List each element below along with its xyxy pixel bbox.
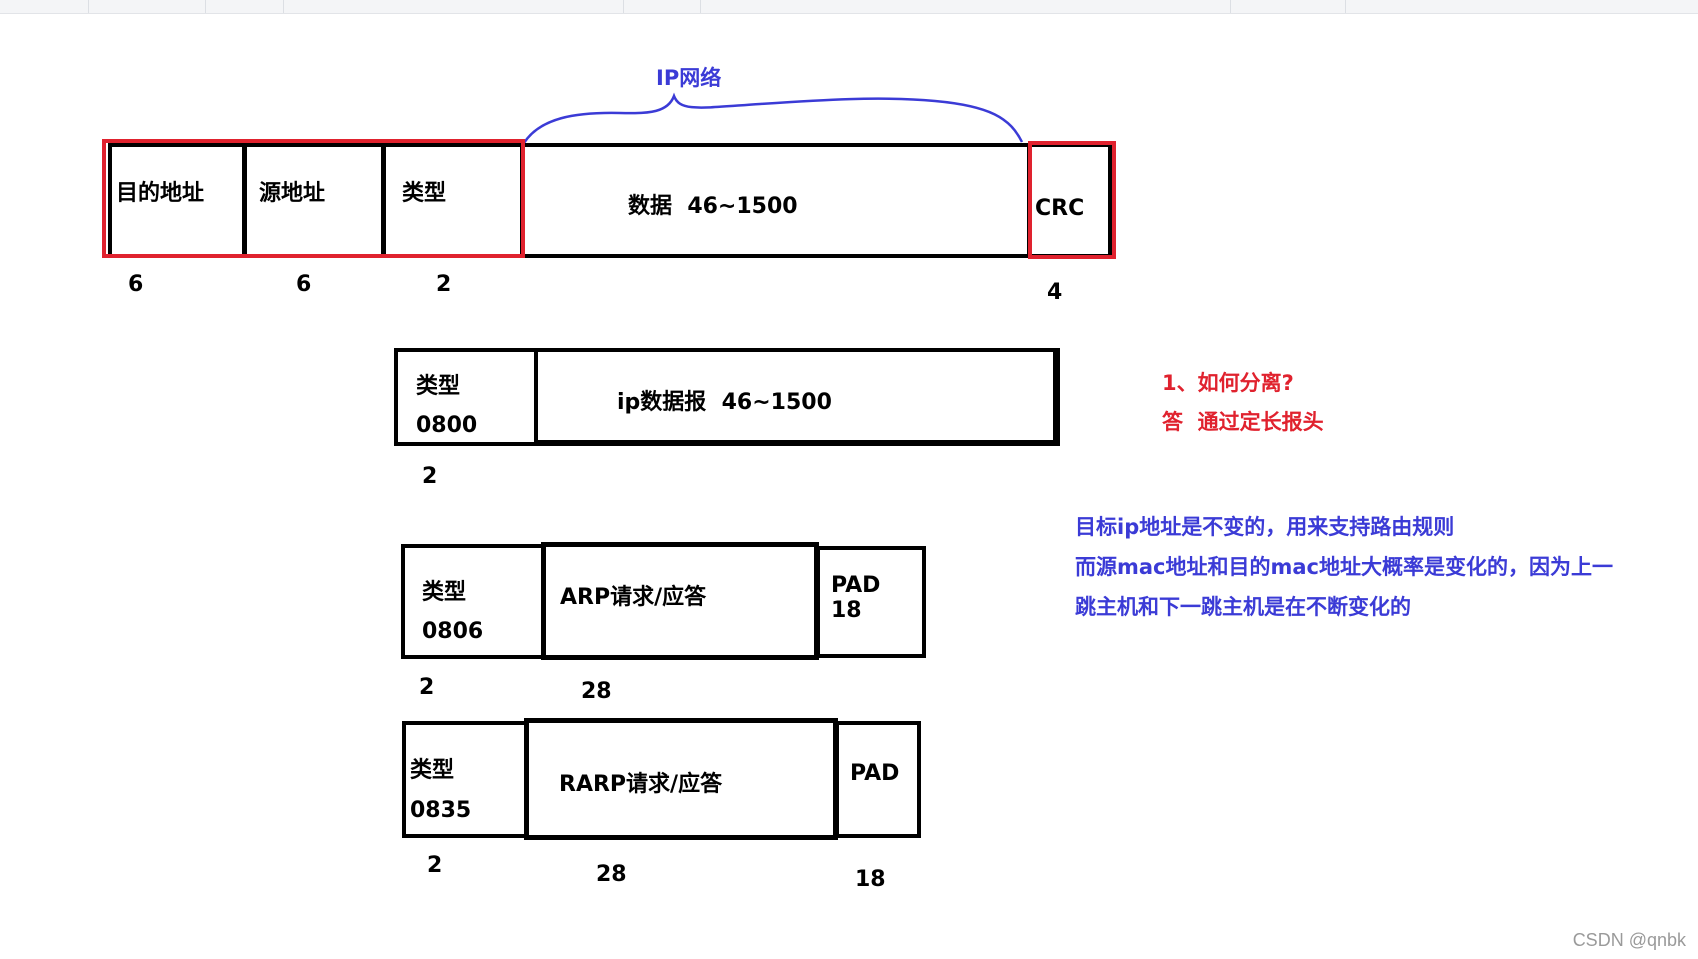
question-note: 1、如何分离? [1162,371,1294,395]
toolbar-separator [700,0,701,13]
rarp-type-code: 0835 [410,798,472,823]
crc-highlight [1028,141,1116,259]
blue-note-line-2: 而源mac地址和目的mac地址大概率是变化的，因为上一 [1075,555,1613,579]
rarp-payload-size: 28 [596,862,627,887]
field-data-label: 数据 46~1500 [628,194,798,219]
header-highlight [102,139,525,258]
ip-payload-label: ip数据报 46~1500 [617,390,832,415]
arp-type-label: 类型 [422,580,467,605]
arp-type-code: 0806 [422,619,484,644]
toolbar-separator [205,0,206,13]
rarp-pad-size: 18 [855,867,886,892]
rarp-pad-label: PAD [850,761,900,786]
field-type-label: 类型 [402,181,447,206]
field-crc-label: CRC [1035,196,1085,221]
arp-payload-size: 28 [581,679,612,704]
arp-pad-field [816,546,926,658]
field-type-size: 2 [436,272,452,297]
field-dest-addr-size: 6 [128,272,144,297]
blue-note-line-1: 目标ip地址是不变的，用来支持路由规则 [1075,515,1455,539]
arp-payload-label: ARP请求/应答 [560,585,707,610]
ip-payload-field [534,348,1060,446]
rarp-pad-field [835,721,921,838]
arp-pad-inner-size: 18 [831,598,862,623]
arp-pad-label: PAD [831,573,881,598]
rarp-type-size: 2 [427,853,443,878]
watermark: CSDN @qnbk [1572,930,1686,950]
toolbar-separator [283,0,284,13]
brace-label: IP网络 [656,66,722,90]
toolbar-separator [1230,0,1231,13]
ip-type-label: 类型 [416,374,461,399]
blue-note-line-3: 跳主机和下一跳主机是在不断变化的 [1075,595,1411,619]
answer-note: 答 通过定长报头 [1162,410,1324,434]
field-src-addr-size: 6 [296,272,312,297]
arp-type-size: 2 [419,675,435,700]
field-dest-addr-label: 目的地址 [116,181,205,206]
toolbar-separator [1345,0,1346,13]
rarp-type-label: 类型 [410,758,455,783]
toolbar-strip [0,0,1698,14]
ip-type-code: 0800 [416,413,478,438]
field-src-addr-label: 源地址 [259,181,326,206]
rarp-payload-label: RARP请求/应答 [559,772,723,797]
toolbar-separator [623,0,624,13]
toolbar-separator [88,0,89,13]
field-crc-size: 4 [1047,280,1063,305]
ip-type-size: 2 [422,464,438,489]
